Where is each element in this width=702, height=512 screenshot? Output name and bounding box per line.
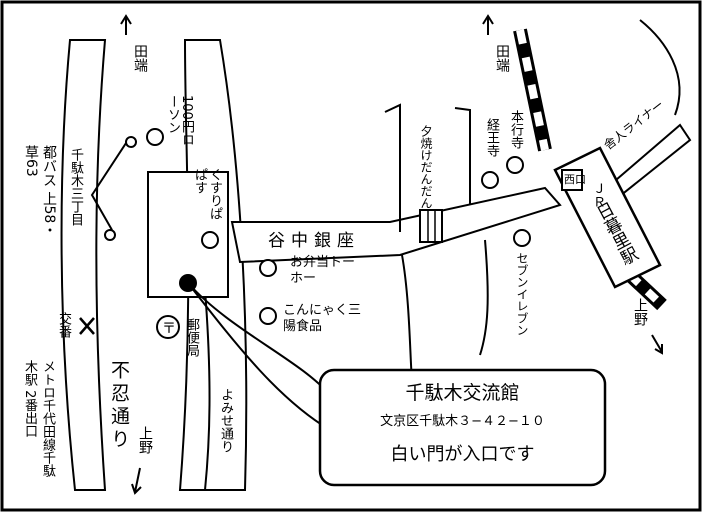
arrow-up-left: [120, 14, 132, 35]
landmark-seven: セブンイレブン: [515, 252, 529, 336]
yomise-road-edge: [204, 289, 211, 491]
metro-label: メトロ千代田線千駄木駅 2番出口: [20, 360, 56, 485]
venue-callout: [318, 368, 607, 487]
police-box-label: 交番: [56, 312, 71, 338]
bus-stop-label: 千駄木三丁目: [68, 148, 83, 226]
venue-address: 文京区千駄木３−４２−１０: [380, 414, 545, 429]
direction-ueno-right: 上野: [632, 298, 648, 326]
side-street-c: [401, 254, 413, 381]
police-box-icon: [79, 317, 95, 335]
road-left-outer: [60, 39, 107, 491]
road-yanaka-ginza: 谷中銀座: [268, 231, 360, 251]
kusuri-marker: [201, 231, 219, 249]
hongyoji-marker: [506, 156, 524, 174]
side-street-a: [384, 103, 401, 232]
direction-tabata-left: 田端: [132, 44, 148, 72]
seven-marker: [513, 229, 531, 247]
landmark-hongyoji: 本行寺: [508, 110, 523, 149]
konnyaku-marker: [259, 307, 277, 325]
venue-note: 白い門が入口です: [390, 444, 535, 465]
arrow-up-right: [482, 14, 494, 35]
bus-stop-icon: [125, 136, 137, 148]
bus-routes: 上58・草63: [23, 145, 57, 238]
bus-label: 都バス 上58・草63: [22, 145, 58, 240]
west-exit-mark: [561, 169, 583, 191]
post-office-icon: [156, 315, 180, 339]
stairs: [419, 209, 443, 243]
metro-exit: 千駄木駅 2番出口: [22, 360, 55, 477]
pointer-line-a: [187, 282, 331, 396]
arrow-down-right: [651, 334, 663, 355]
jr-label: ＪＲ: [590, 182, 605, 208]
landmark-lawson: 100円ローソン: [165, 95, 194, 146]
landmark-yuyake: 夕焼けだんだん: [419, 125, 433, 209]
lawson-marker: [146, 128, 164, 146]
road-yomise: よみせ通り: [218, 388, 233, 453]
road-fushinobazu: 不忍通り: [108, 360, 130, 452]
kyooji-marker: [481, 171, 499, 189]
side-street-b: [454, 107, 471, 205]
bus-bracket: [90, 139, 129, 231]
liner-track: [639, 19, 681, 116]
direction-tabata-right: 田端: [494, 44, 510, 72]
svg-text:〒: 〒: [162, 321, 176, 337]
west-exit-label: 西口: [564, 173, 586, 186]
metro-line: メトロ千代田線: [40, 360, 55, 451]
landmark-kyooji: 経王寺: [484, 118, 499, 157]
pointer-line-b: [187, 282, 331, 431]
obento-marker: [259, 259, 277, 277]
venue-pin: [179, 274, 197, 292]
direction-ueno-left: 上野: [137, 426, 153, 454]
yanaka-ginza-road: [230, 186, 562, 264]
bus-name: 都バス: [41, 145, 57, 187]
bus-stop-icon: [104, 229, 116, 241]
venue-name: 千駄木交流館: [405, 382, 520, 404]
landmark-post-office: 郵便局: [184, 318, 199, 357]
landmark-kusuri: くすりぱぱす: [192, 168, 222, 220]
side-street-d: [479, 239, 489, 356]
arrow-down-left: [131, 467, 142, 495]
landmark-konnyaku: こんにゃく三陽食品: [283, 303, 362, 334]
landmark-obento: お弁当トーホー: [290, 255, 356, 286]
